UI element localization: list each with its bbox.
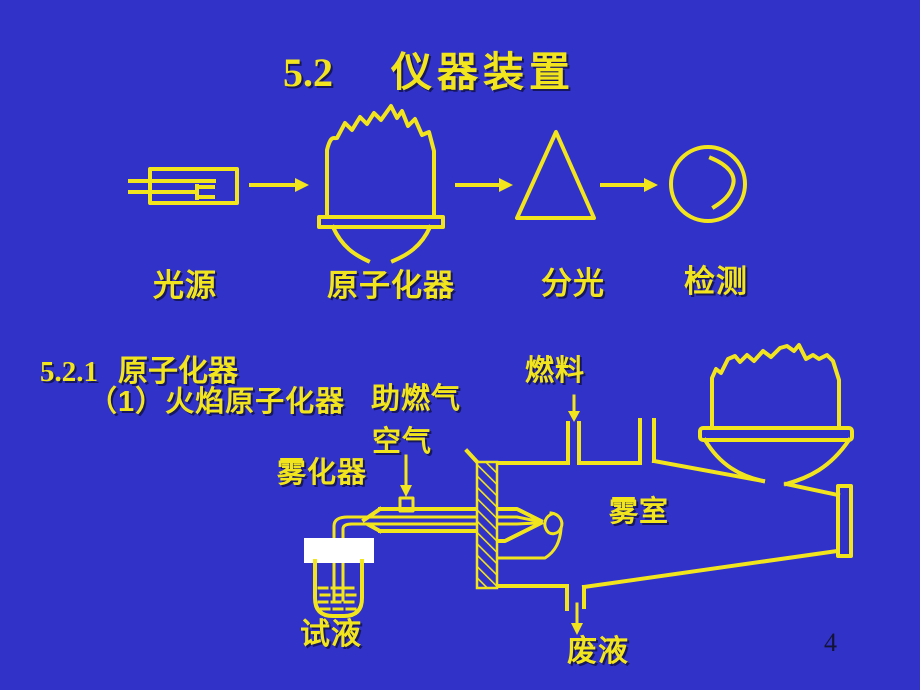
label-spray-chamber: 雾室 xyxy=(609,496,670,528)
label-atomizer: 原子化器 xyxy=(327,268,455,303)
slide-title: 5.2 仪器装置 xyxy=(283,38,575,98)
slide-title-number: 5.2 xyxy=(283,50,333,95)
slide-title-text: 仪器装置 xyxy=(391,49,575,95)
waste-down-arrow-icon xyxy=(571,602,583,635)
label-detection: 检测 xyxy=(684,264,748,299)
prism-icon xyxy=(515,130,596,220)
air-down-arrow-icon xyxy=(400,454,412,497)
label-waste-liquid: 废液 xyxy=(567,635,629,668)
nebulizer-drawing xyxy=(346,506,544,543)
label-oxidant-gas: 助燃气 xyxy=(371,383,462,415)
page-number: 4 xyxy=(824,628,838,657)
section-heading-row: 5.2.1 原子化器 xyxy=(40,346,238,390)
section-heading: 原子化器 xyxy=(118,355,238,388)
section-subheading: （1）火焰原子化器 xyxy=(88,386,346,418)
impact-bead-hook xyxy=(495,511,564,560)
flame-icon xyxy=(317,104,445,264)
beaker xyxy=(313,559,364,618)
label-fuel: 燃料 xyxy=(525,355,586,387)
label-test-solution: 试液 xyxy=(300,618,362,651)
right-arrow-icon xyxy=(600,178,658,192)
label-air: 空气 xyxy=(372,426,433,458)
sample-capillary xyxy=(332,515,354,602)
label-light-source: 光源 xyxy=(153,268,217,303)
burner-flame-drawing xyxy=(698,343,854,498)
right-arrow-icon xyxy=(455,178,513,192)
label-nebulizer: 雾化器 xyxy=(277,457,368,489)
end-window xyxy=(836,484,853,558)
section-number: 5.2.1 xyxy=(40,356,98,388)
cover-patch xyxy=(304,538,374,563)
spray-chamber-walls xyxy=(464,418,840,611)
fuel-down-arrow-icon xyxy=(568,394,580,422)
label-dispersion: 分光 xyxy=(541,266,605,301)
hatched-wall xyxy=(475,460,499,590)
meter-dial-icon xyxy=(669,145,747,223)
right-arrow-icon xyxy=(249,178,309,192)
liquid-dashes xyxy=(317,586,360,611)
hollow-cathode-lamp-icon xyxy=(128,167,239,205)
